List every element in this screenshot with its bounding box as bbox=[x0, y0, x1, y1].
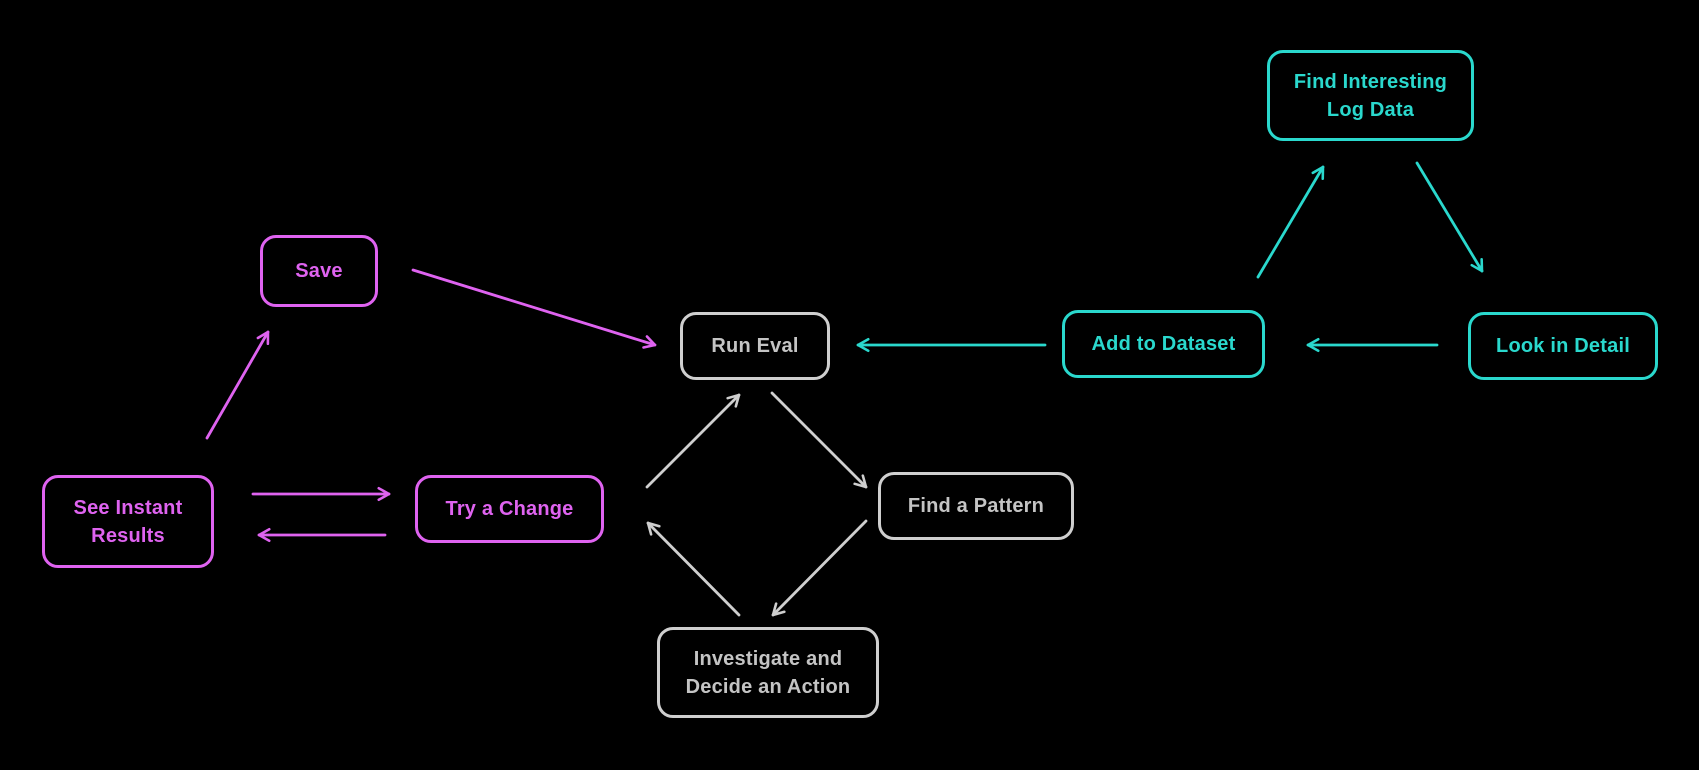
node-find-a-pattern: Find a Pattern bbox=[878, 472, 1074, 540]
node-label: Try a Change bbox=[445, 498, 574, 520]
node-add-to-dataset: Add to Dataset bbox=[1062, 310, 1265, 378]
arrow-find-interesting-to-look-in-detail bbox=[1415, 161, 1484, 273]
node-label: Find a Pattern bbox=[907, 495, 1045, 517]
node-label: Investigate and Decide an Action bbox=[685, 647, 851, 698]
arrow-add-to-dataset-to-find-interesting bbox=[1256, 165, 1325, 279]
arrow-run-eval-to-find-a-pattern bbox=[770, 391, 868, 489]
arrow-save-to-run-eval bbox=[411, 268, 657, 349]
node-label: Run Eval bbox=[711, 335, 799, 357]
arrow-investigate-to-try-a-change bbox=[646, 521, 741, 617]
node-label: Save bbox=[295, 260, 343, 282]
node-investigate-and-decide-an-action: Investigate and Decide an Action bbox=[657, 627, 879, 718]
node-see-instant-results: See Instant Results bbox=[42, 475, 214, 568]
node-label: See Instant Results bbox=[73, 496, 183, 547]
node-look-in-detail: Look in Detail bbox=[1468, 312, 1658, 380]
node-try-a-change: Try a Change bbox=[415, 475, 604, 543]
arrow-find-a-pattern-to-investigate bbox=[771, 519, 868, 617]
node-label: Add to Dataset bbox=[1091, 333, 1236, 355]
node-label: Find Interesting Log Data bbox=[1293, 70, 1448, 121]
node-find-interesting-log-data: Find Interesting Log Data bbox=[1267, 50, 1474, 141]
arrow-see-instant-results-to-save bbox=[205, 330, 270, 440]
arrow-try-a-change-to-run-eval bbox=[645, 393, 741, 489]
node-save: Save bbox=[260, 235, 378, 307]
node-label: Look in Detail bbox=[1496, 335, 1630, 357]
node-run-eval: Run Eval bbox=[680, 312, 830, 380]
